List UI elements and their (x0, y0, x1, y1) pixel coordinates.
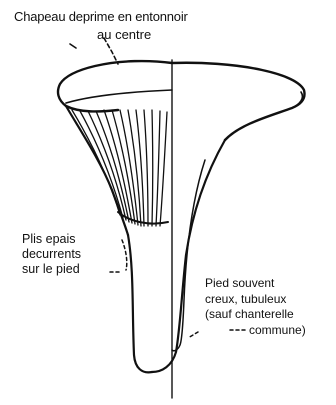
cap-rim-right (172, 63, 305, 140)
label-pied-line3: (sauf chanterelle (205, 307, 306, 323)
left-contour (66, 106, 128, 235)
hollow-tube (172, 160, 205, 351)
label-plis-line3: sur le pied (22, 262, 81, 277)
label-chapeau-line1: Chapeau deprime en entonnoir (14, 9, 188, 24)
stem-left (128, 235, 152, 372)
leader-plis (122, 240, 127, 270)
cap-depression (66, 90, 172, 103)
label-pied-line2: creux, tubuleux (205, 292, 306, 308)
label-pied-line1: Pied souvent (205, 276, 306, 292)
label-plis-line2: decurrents (22, 247, 81, 262)
label-plis-line1: Plis epais (22, 232, 81, 247)
leader-cap-tick (70, 44, 76, 48)
cap-rim-right-lower (292, 92, 302, 108)
cap-rim-left (58, 61, 172, 111)
label-pied: Pied souvent creux, tubuleux (sauf chant… (205, 276, 306, 338)
label-plis: Plis epais decurrents sur le pied (22, 232, 81, 277)
label-pied-line4: commune) (205, 323, 306, 339)
label-chapeau-line2: au centre (97, 27, 151, 42)
leader-pied (188, 332, 198, 338)
